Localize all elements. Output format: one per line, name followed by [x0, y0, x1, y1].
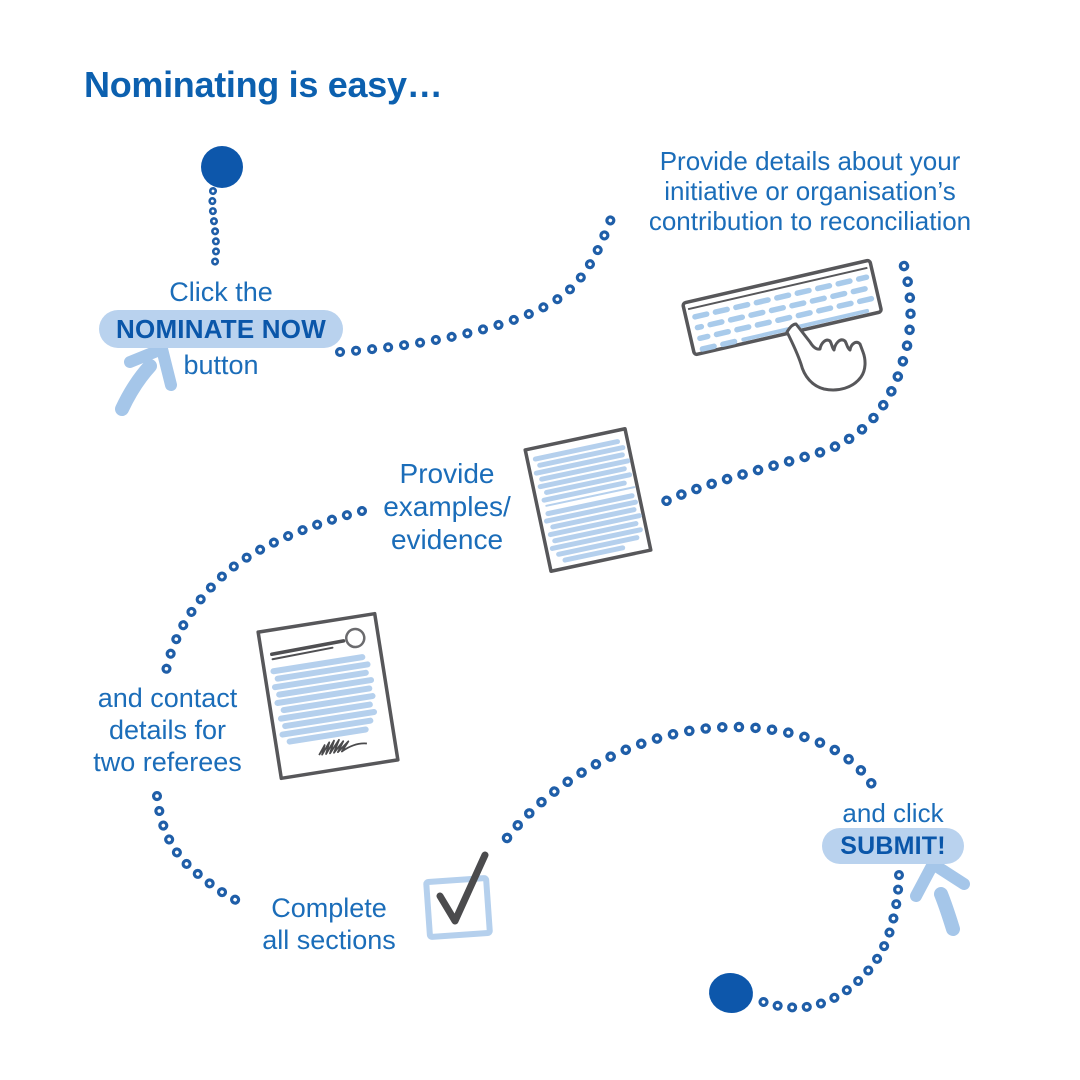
step-nominate-line1: Click the [169, 277, 273, 307]
step-complete-label: Complete all sections [246, 892, 412, 956]
dotted-trail-start [208, 187, 221, 266]
dotted-trail-submit-to-end [751, 870, 904, 1013]
keyboard-illustration [681, 258, 883, 357]
signature-scribble [318, 738, 367, 756]
trail-dots [335, 211, 617, 357]
keyboard-key-row [697, 295, 875, 342]
arrow-head [910, 858, 970, 902]
keyboard-top-edge [687, 266, 868, 311]
arrow-shaft [934, 887, 960, 936]
dotted-trail-keyboard-to-evidence [660, 260, 916, 507]
step-complete-line2: all sections [262, 925, 396, 955]
page-title: Nominating is easy… [84, 64, 443, 105]
step-referees-line2: details for [108, 715, 227, 745]
step-submit-label: and click [842, 798, 944, 828]
letter-heading-scribble [270, 639, 346, 657]
start-dot [201, 146, 243, 188]
trail-holes [164, 509, 364, 673]
step-referees-line1: and contact [97, 683, 238, 713]
submit-button[interactable]: SUBMIT! [822, 828, 964, 864]
step-details-line1: Provide details about your [659, 146, 961, 176]
letter-logo-icon [345, 627, 366, 649]
trail-dots [501, 721, 883, 844]
step-evidence-label: Provide examples/ evidence [357, 457, 537, 556]
trail-dots [751, 870, 904, 1013]
keyboard-key-row [694, 285, 872, 331]
step-evidence-line1: Provide [399, 458, 495, 489]
keyboard-spacebar [741, 308, 870, 342]
trail-holes [664, 264, 913, 503]
letter-heading-scribble [271, 646, 334, 661]
trail-dots [152, 791, 250, 909]
step-referees-label: and contact details for two referees [70, 682, 265, 778]
keyboard-key-row [699, 337, 743, 352]
referee-document-illustration [256, 611, 400, 781]
trail-holes [338, 214, 614, 354]
evidence-document-illustration [523, 427, 653, 573]
typing-hand-icon [785, 322, 867, 392]
step-evidence-line3: evidence [390, 524, 504, 555]
trail-dots [208, 187, 221, 266]
trail-holes [155, 794, 247, 906]
step-details-line2: initiative or organisation’s [664, 176, 956, 206]
arrow-head [124, 343, 177, 391]
nominate-now-button[interactable]: NOMINATE NOW [99, 310, 343, 348]
step-evidence-line2: examples/ [383, 491, 511, 522]
dotted-trail-referees-to-complete [152, 791, 250, 909]
dotted-trail-evidence-to-referees [161, 506, 367, 676]
nominate-arrow-icon [115, 343, 177, 416]
keyboard-key-row [692, 274, 870, 320]
dotted-trail-complete-to-submit [501, 721, 883, 844]
step-referees-line3: two referees [93, 747, 242, 777]
end-dot [709, 972, 753, 1014]
dotted-trail-nominate-to-details [335, 211, 617, 357]
step-complete-line1: Complete [271, 893, 387, 923]
letter-text-scribbles [270, 654, 378, 745]
document-text-scribbles [532, 439, 643, 563]
step-nominate-line2: button [183, 350, 259, 380]
submit-arrow-icon [910, 858, 970, 936]
checkbox-illustration [423, 851, 493, 940]
arrow-shaft [115, 359, 157, 416]
checkmark-icon [436, 851, 489, 925]
step-details-label: Provide details about your initiative or… [610, 146, 1010, 236]
trail-holes [754, 873, 901, 1010]
step-details-line3: contribution to reconciliation [648, 206, 972, 236]
step-nominate-label: Click the NOMINATE NOW button [95, 277, 347, 381]
